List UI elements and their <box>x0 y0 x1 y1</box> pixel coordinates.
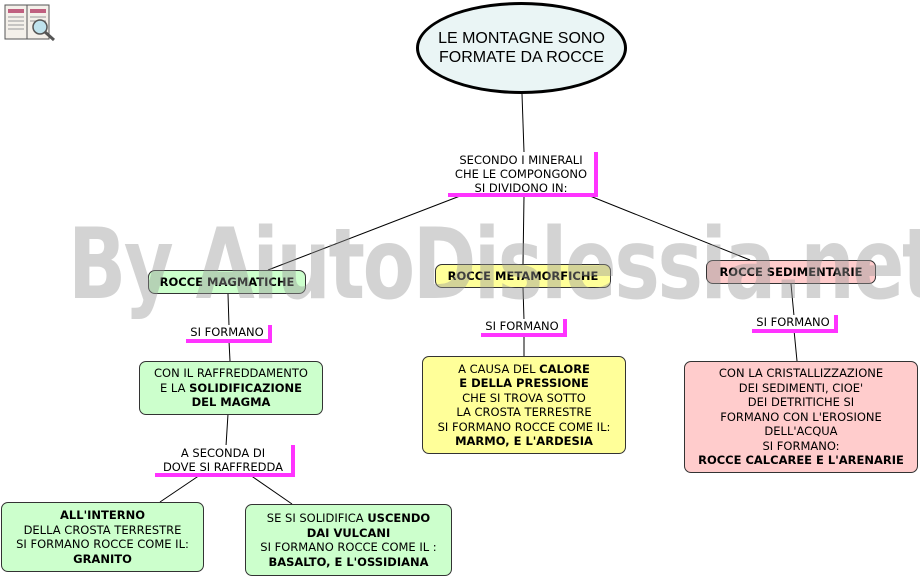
connector-si-formano-metamorfiche: SI FORMANO <box>481 319 567 337</box>
metamorfiche-detail-line-2: E DELLA PRESSIONE <box>459 376 589 390</box>
granito-line-2: DELLA CROSTA TERRESTRE <box>23 522 182 537</box>
connector-main: SECONDO I MINERALI CHE LE COMPONGONO SI … <box>448 152 598 197</box>
sedimentarie-detail-line-5: DELL'ACQUA <box>764 424 838 439</box>
metamorfiche-detail-line-1: A CAUSA DEL CALORE <box>458 361 590 376</box>
metamorfiche-detail-line-6: MARMO, E L'ARDESIA <box>455 434 593 448</box>
granito-line-1: ALL'INTERNO <box>60 508 145 522</box>
line-siformano-to-sedimentarie-detail <box>793 329 798 362</box>
root-concept: LE MONTAGNE SONO FORMATE DA ROCCE <box>416 2 627 94</box>
connector-si-formano-magmatiche: SI FORMANO <box>186 325 272 343</box>
basalto-line-1: SE SI SOLIDIFICA USCENDO <box>266 511 431 525</box>
basalto-box: SE SI SOLIDIFICA USCENDO DAI VULCANI SI … <box>245 504 452 576</box>
connector-seconda-line-2: DOVE SI RAFFREDDA <box>162 460 284 474</box>
metamorfiche-detail-line-5: SI FORMANO ROCCE COME IL: <box>437 419 611 434</box>
category-magmatiche-label: ROCCE MAGMATICHE <box>159 274 295 289</box>
connector-si-formano-sedimentarie: SI FORMANO <box>752 315 838 333</box>
line-root-to-main <box>521 93 525 153</box>
granito-line-4: GRANITO <box>73 551 132 566</box>
book-magnifier-icon <box>4 4 55 42</box>
sedimentarie-detail-line-6: SI FORMANO: <box>762 438 840 453</box>
category-sedimentarie: ROCCE SEDIMENTARIE <box>706 260 876 284</box>
sedimentarie-detail-line-2: DEI SEDIMENTI, CIOE' <box>738 380 864 395</box>
basalto-line-2: DAI VULCANI <box>306 525 391 540</box>
root-line-1: LE MONTAGNE SONO <box>438 30 605 47</box>
magmatiche-detail-line-3: DEL MAGMA <box>191 395 271 410</box>
line-siformano-to-magmatiche-detail <box>228 340 231 362</box>
metamorfiche-detail: A CAUSA DEL CALORE E DELLA PRESSIONE CHE… <box>422 356 626 454</box>
connector-seconda-line-1: A SECONDA DI <box>180 446 266 460</box>
basalto-line-4: BASALTO, E L'OSSIDIANA <box>268 554 429 569</box>
line-sedimentarie-to-siformano <box>790 283 795 317</box>
line-main-to-magmatiche <box>267 195 461 271</box>
metamorfiche-detail-line-4: LA CROSTA TERRESTRE <box>456 405 592 419</box>
si-formano-label: SI FORMANO <box>756 315 830 329</box>
line-seconda-to-basalto <box>249 474 293 505</box>
root-line-2: FORMATE DA ROCCE <box>438 49 605 66</box>
sedimentarie-detail-line-7: ROCCE CALCAREE E L'ARENARIE <box>698 453 904 468</box>
metamorfiche-detail-line-3: CHE SI TROVA SOTTO <box>462 390 586 405</box>
connector-main-line-3: SI DIVIDONO IN: <box>474 181 568 195</box>
category-magmatiche: ROCCE MAGMATICHE <box>148 270 306 294</box>
basalto-line-3: SI FORMANO ROCCE COME IL : <box>260 540 437 554</box>
granito-box: ALL'INTERNO DELLA CROSTA TERRESTRE SI FO… <box>1 502 204 572</box>
line-seconda-to-granito <box>159 474 201 503</box>
si-formano-label: SI FORMANO <box>190 325 264 339</box>
sedimentarie-detail-line-1: CON LA CRISTALLIZZAZIONE <box>718 366 884 381</box>
sedimentarie-detail-line-4: FORMANO CON L'EROSIONE <box>720 409 882 424</box>
sedimentarie-detail: CON LA CRISTALLIZZAZIONE DEI SEDIMENTI, … <box>684 361 918 473</box>
granito-line-3: SI FORMANO ROCCE COME IL: <box>16 537 189 551</box>
magmatiche-detail-line-2: E LA SOLIDIFICAZIONE <box>160 380 302 395</box>
category-metamorfiche-label: ROCCE METAMORFICHE <box>447 268 599 283</box>
line-metamorfiche-to-siformano <box>522 287 525 321</box>
magmatiche-detail-line-1: CON IL RAFFREDDAMENTO <box>154 366 308 381</box>
connector-main-line-1: SECONDO I MINERALI <box>459 153 583 167</box>
magmatiche-detail: CON IL RAFFREDDAMENTO E LA SOLIDIFICAZIO… <box>139 361 323 415</box>
connector-main-line-2: CHE LE COMPONGONO <box>454 167 588 181</box>
line-main-to-sedimentarie <box>589 195 751 261</box>
line-main-to-metamorfiche <box>522 195 525 265</box>
si-formano-label: SI FORMANO <box>485 319 559 333</box>
line-magmatiche-detail-to-seconda <box>225 413 229 447</box>
category-metamorfiche: ROCCE METAMORFICHE <box>435 264 611 288</box>
line-magmatiche-to-siformano <box>227 293 230 327</box>
connector-seconda: A SECONDA DI DOVE SI RAFFREDDA <box>155 445 295 477</box>
sedimentarie-detail-line-3: DEI DETRITICHE SI <box>747 395 855 410</box>
category-sedimentarie-label: ROCCE SEDIMENTARIE <box>719 264 863 279</box>
